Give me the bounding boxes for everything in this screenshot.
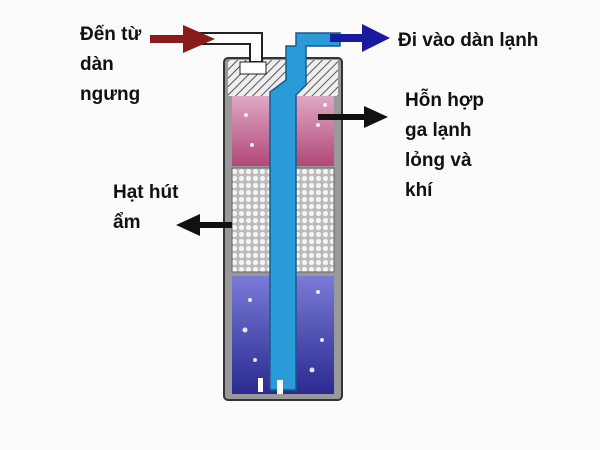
mixture-label: Hỗn hợp ga lạnh lỏng và khí	[405, 86, 484, 206]
mixture-label-line: Hỗn hợp	[405, 90, 484, 111]
desiccant-label-line: ẩm	[113, 212, 141, 233]
inlet-label-line: Đến từ	[80, 24, 142, 45]
mixture-label-line: ga lạnh	[405, 120, 472, 141]
desiccant-label: Hạt hút ẩm	[113, 178, 178, 238]
inlet-label-line: dàn	[80, 54, 114, 75]
inlet-label-line: ngưng	[80, 84, 141, 105]
mixture-label-line: khí	[405, 180, 433, 201]
outlet-label: Đi vào dàn lạnh	[398, 30, 539, 51]
inlet-label: Đến từ dàn ngưng	[80, 20, 141, 110]
desiccant-arrow	[176, 214, 232, 236]
mixture-label-line: lỏng và	[405, 150, 472, 171]
inlet-arrow	[150, 25, 215, 53]
bubbles	[242, 103, 327, 387]
mixture-arrow	[318, 106, 388, 128]
pickup-tube	[269, 32, 341, 391]
desiccant-label-line: Hạt hút	[113, 182, 179, 203]
outlet-arrow	[330, 24, 390, 52]
